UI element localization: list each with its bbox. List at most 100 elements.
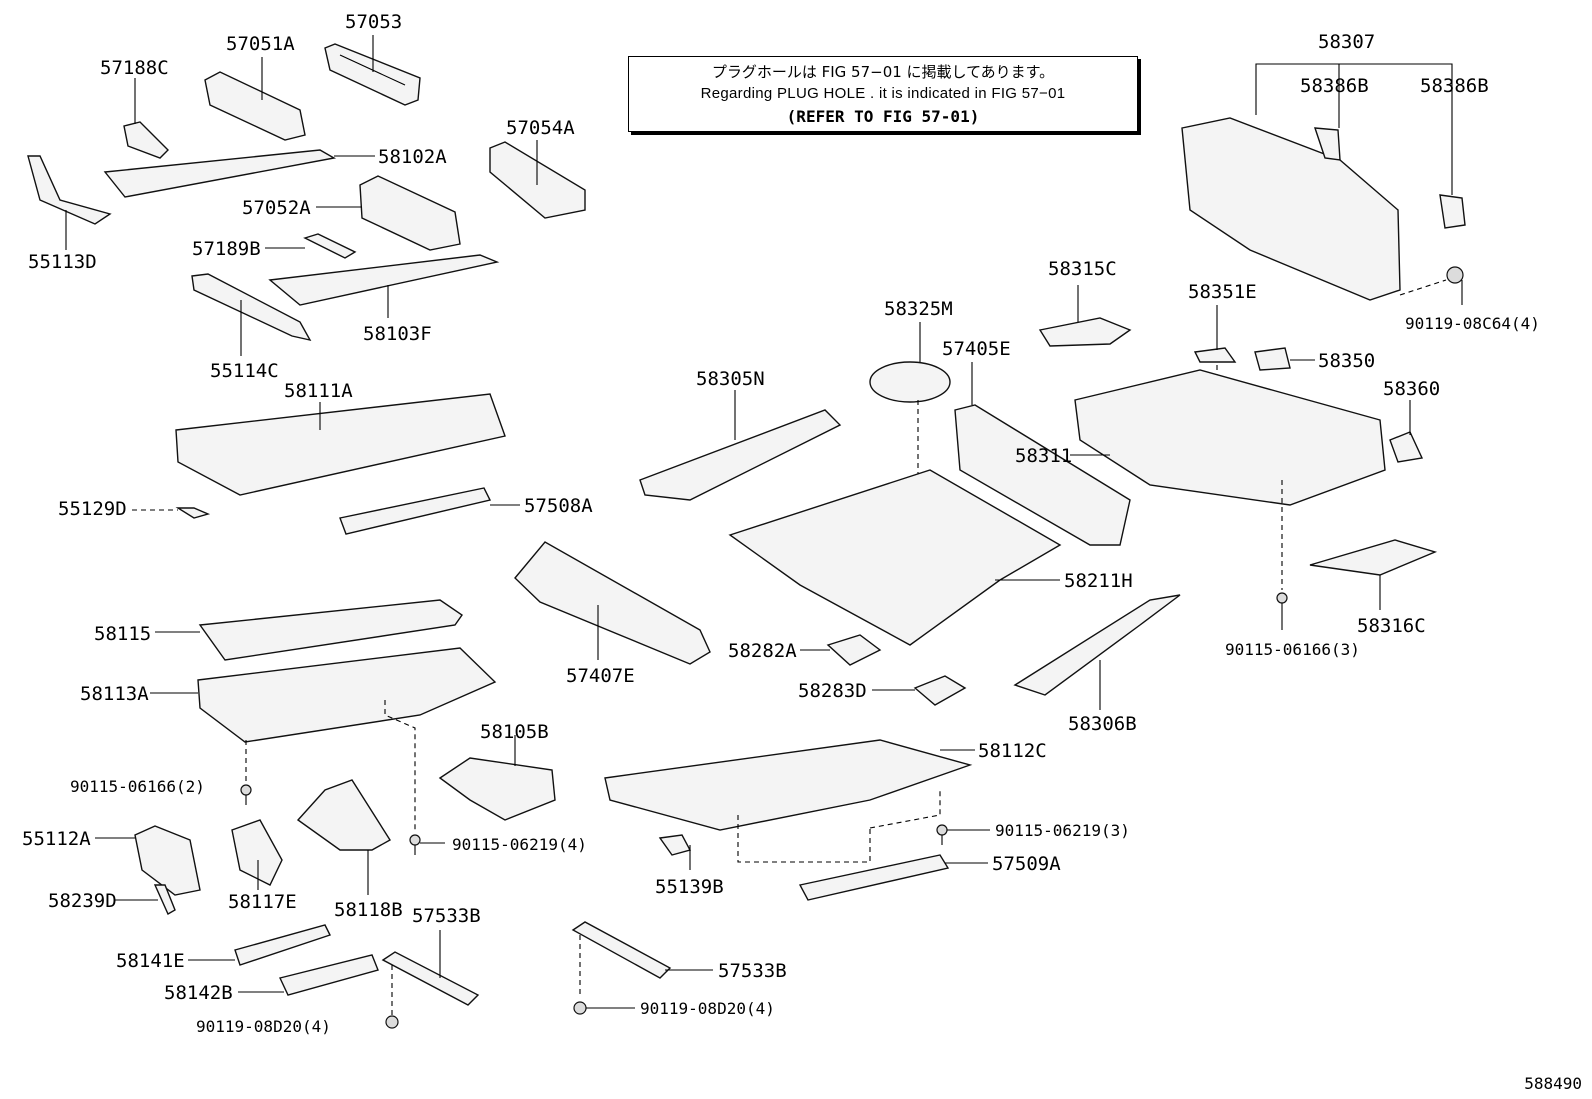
part-55114C-shape [191,273,312,356]
part-57051A-shape [204,57,306,141]
label-58211H: 58211H [1064,570,1133,592]
bolt-90115-06219-4-shape [409,834,445,855]
label-55129D: 55129D [58,498,127,520]
part-58117E-shape [231,819,283,890]
label-58141E: 58141E [116,950,185,972]
part-58360-shape [1389,400,1424,463]
part-58316C-shape [1309,539,1438,610]
part-57533B-b-shape [571,921,713,1015]
part-58105B-shape [438,735,556,821]
label-55139B: 55139B [655,876,724,898]
label-58307: 58307 [1318,31,1375,53]
label-58117E: 58117E [228,891,297,913]
part-58306B-shape [1013,594,1181,710]
label-58142B: 58142B [164,982,233,1004]
label-58386B-b: 58386B [1420,75,1489,97]
label-90115-06166-2: 90115-06166(2) [70,777,205,796]
part-57508A-shape [339,487,520,535]
label-90115-06166-3: 90115-06166(3) [1225,640,1360,659]
bolt-90115-06166-3-shape [1276,480,1288,630]
label-58282A: 58282A [728,640,797,662]
label-57405E: 57405E [942,338,1011,360]
label-57509A: 57509A [992,853,1061,875]
label-58315C: 58315C [1048,258,1117,280]
part-58141E-shape [188,924,331,966]
label-57508A: 57508A [524,495,593,517]
part-57509A-shape [798,854,988,901]
label-58283D: 58283D [798,680,867,702]
label-58350: 58350 [1318,350,1375,372]
label-90115-06219-3: 90115-06219(3) [995,821,1130,840]
label-58239D: 58239D [48,890,117,912]
part-58386B-b-shape [1439,100,1466,229]
label-58113A: 58113A [80,683,149,705]
bolt-90115-06219-3-shape [936,824,990,845]
label-58118B: 58118B [334,899,403,921]
part-58142B-shape [238,954,379,996]
label-57054A: 57054A [506,117,575,139]
label-58103F: 58103F [363,323,432,345]
label-58306B: 58306B [1068,713,1137,735]
label-90115-06219-4: 90115-06219(4) [452,835,587,854]
part-57533B-a-shape [381,930,480,1029]
note-japanese: プラグホールは FIG 57−01 に掲載してあります。 [711,63,1055,81]
label-58102A: 58102A [378,146,447,168]
part-58350-shape [1254,347,1315,371]
part-57188C-shape [123,78,169,159]
part-57407E-shape [514,541,711,665]
note-reference: (REFER TO FIG 57-01) [786,107,980,126]
plug-hole-note: プラグホールは FIG 57−01 に掲載してあります。 Regarding P… [628,56,1138,132]
part-58386B-a-shape [1313,127,1341,161]
part-58113A-shape [150,647,497,830]
label-58305N: 58305N [696,368,765,390]
part-57052A-shape [316,175,461,251]
label-57051A: 57051A [226,33,295,55]
label-57052A: 57052A [242,197,311,219]
part-58111A-shape [175,393,506,496]
part-57189B-shape [265,233,357,259]
part-58211H-shape [728,469,1062,646]
part-58118B-shape [296,779,391,895]
label-58105B: 58105B [480,721,549,743]
part-58311-shape [1070,369,1386,506]
note-english: Regarding PLUG HOLE . it is indicated in… [700,85,1066,102]
part-58102A-shape [103,149,375,198]
bolt-90115-06166-2-shape [240,784,252,805]
part-58112C-shape [604,739,975,863]
part-55112A-shape [95,825,201,896]
label-58112C: 58112C [978,740,1047,762]
part-58305N-shape [639,390,842,501]
part-55113D-shape [27,155,112,250]
label-55112A: 55112A [22,828,91,850]
bolt-90119-08C64-4-shape [1399,266,1464,305]
label-57407E: 57407E [566,665,635,687]
label-58316C: 58316C [1357,615,1426,637]
label-57533B-a: 57533B [412,905,481,927]
label-58115: 58115 [94,623,151,645]
label-55113D: 55113D [28,251,97,273]
part-58115-shape [155,599,463,661]
label-58360: 58360 [1383,378,1440,400]
label-58351E: 58351E [1188,281,1257,303]
part-58239D-shape [115,884,176,915]
label-55114C: 55114C [210,360,279,382]
label-58111A: 58111A [284,380,353,402]
part-58307-shape [1181,63,1453,301]
label-90119-08D20-4-a: 90119-08D20(4) [196,1017,331,1036]
part-55129D-shape [132,507,211,519]
label-58311: 58311 [1015,445,1072,467]
label-90119-08D20-4-b: 90119-08D20(4) [640,999,775,1018]
label-57533B-b: 57533B [718,960,787,982]
label-90119-08C64-4: 90119-08C64(4) [1405,314,1540,333]
part-58103F-shape [268,254,500,318]
part-57405E-shape [954,362,1131,546]
part-57053-shape [324,35,421,106]
figure-id: 588490 [1524,1074,1582,1093]
label-57189B: 57189B [192,238,261,260]
part-58283D-shape [872,675,967,706]
part-58315C-shape [1038,285,1132,347]
label-57053: 57053 [345,11,402,33]
part-58282A-shape [800,634,882,666]
label-58325M: 58325M [884,298,953,320]
